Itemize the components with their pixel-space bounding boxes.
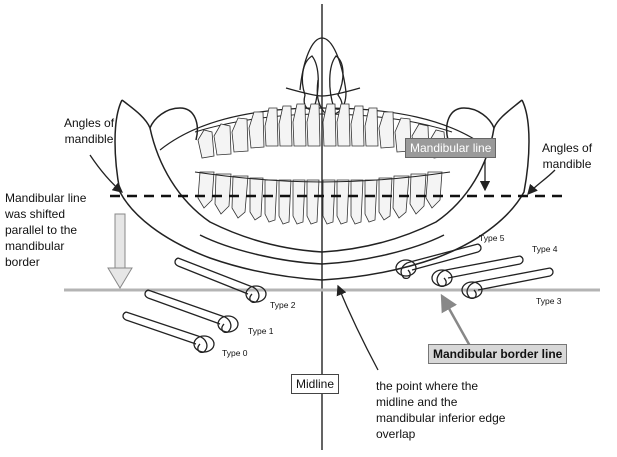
border-line-arrow	[442, 296, 470, 346]
angles-left-line-2: mandible	[64, 131, 114, 147]
angles-right-line-1: Angles of	[542, 140, 592, 156]
tooth-type-0	[123, 312, 214, 352]
angles-right-label: Angles of mandible	[542, 140, 592, 172]
type-3-label: Type 3	[536, 296, 562, 307]
overlap-note-line-1: the point where the	[376, 378, 505, 394]
type-0-label: Type 0	[222, 348, 248, 359]
type-4-label: Type 4	[532, 244, 558, 255]
overlap-note-line-4: overlap	[376, 426, 505, 442]
angles-left-line-1: Angles of	[64, 115, 114, 131]
shift-note-line-5: border	[5, 254, 86, 270]
type-5-label: Type 5	[479, 233, 505, 244]
type-1-label: Type 1	[248, 326, 274, 337]
shift-note-label: Mandibular line was shifted parallel to …	[5, 190, 86, 270]
mandibular-line-label: Mandibular line	[405, 138, 496, 158]
lower-teeth	[198, 172, 442, 224]
overlap-note-line-3: mandibular inferior edge	[376, 410, 505, 426]
angles-right-line-2: mandible	[542, 156, 592, 172]
shift-note-line-4: mandibular	[5, 238, 86, 254]
tooth-type-1	[145, 290, 238, 332]
overlap-note-label: the point where the midline and the mand…	[376, 378, 505, 442]
tooth-type-2	[175, 258, 266, 302]
border-line-label: Mandibular border line	[428, 344, 567, 364]
angles-left-label: Angles of mandible	[64, 115, 114, 147]
overlap-note-line-2: midline and the	[376, 394, 505, 410]
midline-label: Midline	[291, 374, 339, 394]
shift-arrow	[108, 214, 132, 288]
nasal-structures	[286, 38, 360, 114]
type-2-label: Type 2	[270, 300, 296, 311]
shift-note-line-1: Mandibular line	[5, 190, 86, 206]
shift-note-line-3: parallel to the	[5, 222, 86, 238]
shift-note-line-2: was shifted	[5, 206, 86, 222]
